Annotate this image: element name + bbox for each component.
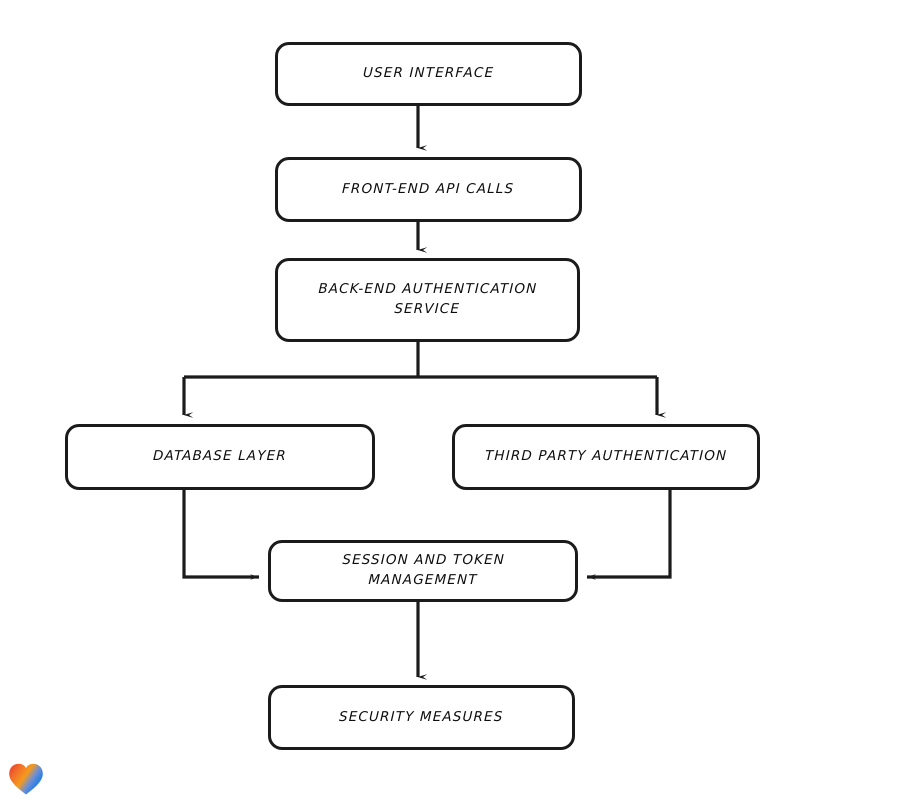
edge-third-to-session — [586, 490, 672, 580]
node-front-end-api-calls[interactable]: Front-End API Calls — [275, 157, 582, 222]
node-label-back-end-auth-service: Back-End Authentication Service — [318, 281, 538, 317]
node-back-end-auth-service[interactable]: Back-End Authentication Service — [275, 258, 580, 342]
node-label-user-interface: User Interface — [362, 65, 495, 82]
node-label-session-token-management: Session and Token Management — [341, 552, 505, 588]
node-session-token-management[interactable]: Session and Token Management — [268, 540, 578, 602]
node-label-security-measures: Security Measures — [339, 708, 505, 725]
node-label-third-party-auth: Third Party Authentication — [484, 448, 728, 465]
edge-db-to-session — [182, 490, 260, 580]
node-user-interface[interactable]: User Interface — [275, 42, 582, 106]
node-third-party-auth[interactable]: Third Party Authentication — [452, 424, 760, 490]
node-database-layer[interactable]: Database Layer — [65, 424, 375, 490]
heart-logo — [9, 763, 43, 795]
node-label-database-layer: Database Layer — [152, 448, 288, 465]
node-security-measures[interactable]: Security Measures — [268, 685, 575, 750]
node-label-front-end-api-calls: Front-End API Calls — [342, 180, 515, 197]
